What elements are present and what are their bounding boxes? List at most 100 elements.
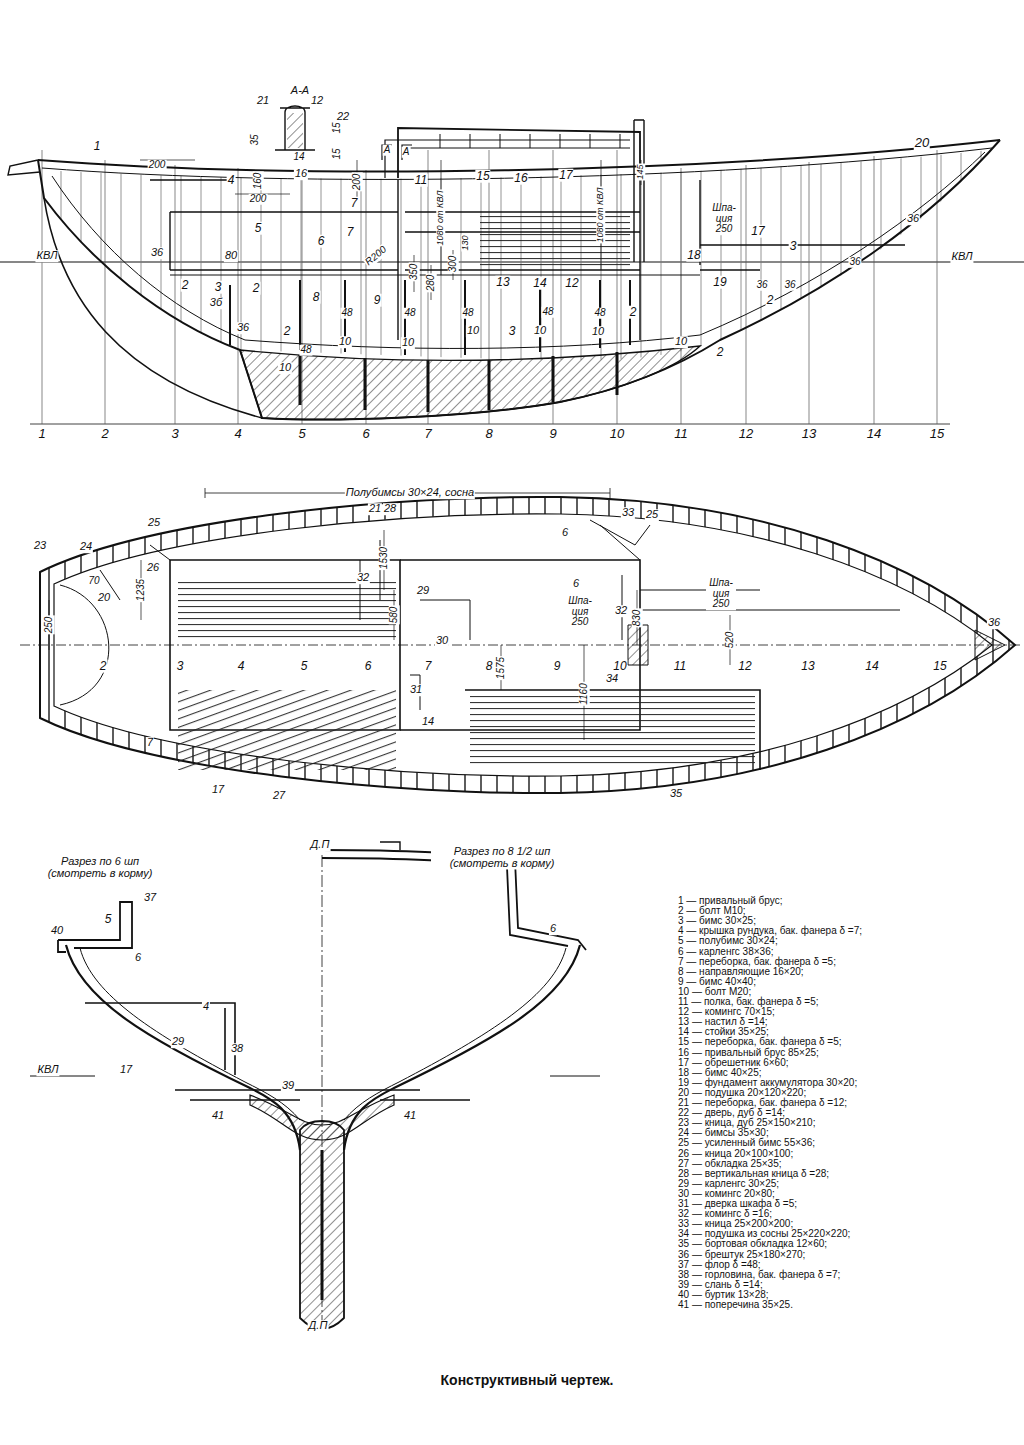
callout-number: 12	[738, 427, 754, 441]
baseline	[30, 424, 950, 425]
callout-number: 9	[548, 427, 557, 441]
parts-list-item: 19 — фундамент аккумулятора 30×20;	[678, 1078, 857, 1088]
parts-list-item: 13 — настил δ =14;	[678, 1017, 768, 1027]
callout-number: 41	[211, 1110, 225, 1122]
left-deck	[58, 902, 132, 952]
callout-number: 15	[332, 147, 343, 160]
callout-number: 580	[389, 606, 400, 625]
callout-number: 4	[237, 660, 246, 673]
hull-frames	[44, 150, 990, 360]
callout-number: 8	[484, 427, 493, 441]
callout-number: 10	[591, 326, 605, 338]
callout-number: 32	[614, 605, 628, 617]
callout-number: 6	[561, 527, 569, 539]
parts-list-item: 41 — поперечина 35×25.	[678, 1300, 793, 1310]
callout-number: 11	[414, 174, 428, 187]
berth-planks	[480, 214, 630, 268]
callout-number: 17	[558, 169, 573, 182]
profile-view	[0, 106, 1024, 424]
plan-view	[20, 488, 1020, 793]
callout-number: 5	[300, 660, 309, 673]
callout-number: А	[402, 147, 411, 158]
parts-list-item: 26 — кница 20×100×100;	[678, 1149, 793, 1159]
parts-list-item: 17 — обрешетник 6×60;	[678, 1058, 789, 1068]
callout-number: 1160	[579, 682, 590, 706]
callout-number: 35	[250, 133, 261, 146]
callout-number: Полубимсы 30×24, сосна	[345, 487, 475, 499]
callout-number: 15	[932, 660, 947, 673]
parts-list-item: 38 — горловина, бак. фанера δ =7;	[678, 1270, 840, 1280]
parts-list-item: 27 — обкладка 25×35;	[678, 1159, 782, 1169]
callout-number: 10	[533, 325, 547, 337]
callout-number: 29	[171, 1036, 185, 1048]
callout-number: 33	[621, 507, 635, 519]
mast	[634, 120, 644, 262]
parts-list-item: 9 — бимс 40×40;	[678, 977, 756, 987]
parts-list-item: 28 — вертикальная кница δ =28;	[678, 1169, 829, 1179]
parts-list-item: 6 — карленгс 38×36;	[678, 947, 773, 957]
callout-number: 6	[549, 923, 557, 935]
callout-number: 31	[409, 684, 423, 696]
callout-number: 10	[338, 336, 352, 348]
cockpit-seat	[178, 690, 396, 770]
parts-list-item: 36 — брештук 25×180×270;	[678, 1250, 805, 1260]
callout-number: 10	[612, 660, 627, 673]
left-shelf	[85, 1003, 235, 1075]
right-hull	[344, 945, 580, 1150]
hatch-slide	[380, 842, 400, 850]
callout-number: 2	[181, 279, 190, 292]
parts-list-item: 37 — флор δ =48;	[678, 1260, 761, 1270]
callout-number: 48	[593, 308, 606, 319]
callout-number: 17	[119, 1064, 133, 1076]
callout-number: Д.П	[310, 839, 331, 851]
callout-number: 14	[864, 660, 879, 673]
callout-number: 16	[294, 168, 308, 180]
keel-bolts	[300, 352, 617, 412]
callout-number: 2	[629, 306, 638, 319]
callout-number: 250	[44, 616, 55, 635]
bulkheads	[170, 176, 700, 340]
callout-number: 12	[737, 660, 752, 673]
callout-number: 6	[134, 952, 142, 964]
parts-list-item: 25 — усиленный бимс 55×36;	[678, 1138, 815, 1148]
callout-number: 8	[485, 660, 494, 673]
callout-number: Разрез по 8 1/2 шп (смотреть в корму)	[431, 846, 573, 869]
forward-berth	[640, 590, 900, 610]
right-sole	[322, 1090, 470, 1100]
callout-number: 28	[383, 503, 397, 515]
breasthook	[975, 630, 1005, 660]
callout-number: 26	[146, 562, 160, 574]
callout-number: 520	[725, 631, 736, 650]
parts-list-item: 16 — привальный брус 85×25;	[678, 1048, 819, 1058]
callout-number: 14	[532, 277, 547, 290]
callout-number: А-А	[290, 85, 310, 97]
callout-number: 8	[312, 291, 321, 304]
parts-list-item: 21 — переборка, бак. фанера δ =12;	[678, 1098, 847, 1108]
callout-number: 10	[674, 336, 688, 348]
callout-number: 18	[686, 249, 701, 262]
callout-number: 15	[929, 427, 945, 441]
parts-list-item: 7 — переборка, бак. фанера δ =5;	[678, 957, 836, 967]
parts-list-item: 20 — подушка 20×120×220;	[678, 1088, 806, 1098]
callout-number: 14	[866, 427, 882, 441]
callout-number: 2	[716, 346, 725, 359]
parts-list-item: 15 — переборка, бак. фанера δ =5;	[678, 1037, 842, 1047]
callout-number: 48	[541, 307, 554, 318]
callout-number: 48	[403, 308, 416, 319]
parts-list-item: 1 — привальный брус;	[678, 896, 782, 906]
callout-number: 11	[673, 427, 689, 441]
cabin-trunk	[398, 128, 640, 178]
parts-list-item: 5 — полубимс 30×24;	[678, 936, 778, 946]
callout-number: 1530	[379, 546, 390, 570]
coamings	[360, 540, 622, 710]
callout-number: 2	[283, 325, 292, 338]
callout-number: 3	[176, 660, 185, 673]
callout-number: 3	[508, 325, 517, 338]
callout-number: 32	[356, 572, 370, 584]
callout-number: 1080 от КВЛ	[596, 187, 605, 244]
callout-number: 7	[350, 197, 359, 210]
floor-timber	[250, 1095, 394, 1140]
callout-number: 830	[632, 609, 643, 628]
right-hull-inner	[344, 948, 566, 1120]
callout-number: 3	[789, 240, 798, 253]
